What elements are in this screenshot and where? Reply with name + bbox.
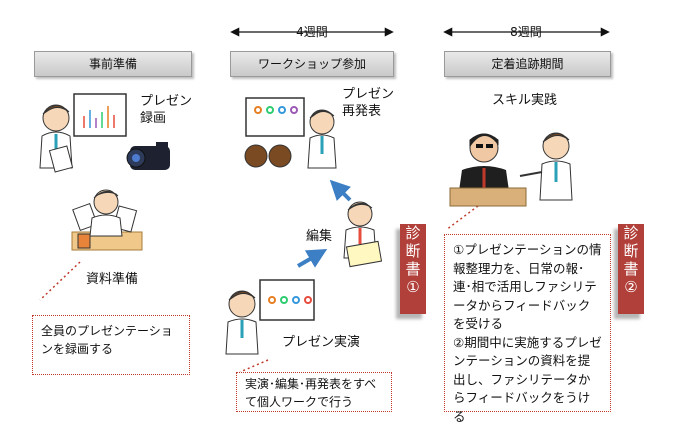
phase-preparation: 事前準備 [34,51,192,77]
diagnosis-tag-2-char: 診 [623,224,639,242]
diagnosis-tag-2-char: ② [624,278,638,296]
phase-workshop: ワークショップ参加 [230,51,394,77]
edit-to-represent-arrow [329,179,352,202]
video-camera-icon [126,142,170,170]
diagnosis-tag-2: 診 断 書 ② [618,224,644,314]
presenter-with-board-illustration [39,93,127,173]
workshop-note: 実演･編集･再発表をすべて個人ワークで行う [236,372,392,412]
phase-followup: 定着追跡期間 [444,51,611,77]
diagnosis-tag-1-char: 断 [405,242,421,260]
workshop-note-connector [239,359,269,373]
prep-note: 全員のプレゼンテーションを録画する [32,315,190,375]
practice-label: プレゼン実演 [282,335,361,350]
represent-label: プレゼン 再発表 [342,87,395,119]
followup-duration-label: 8週間 [510,25,542,39]
material-prep-label: 資料準備 [86,272,139,287]
prep-note-connector [39,261,81,301]
material-prep-illustration [71,189,143,251]
skill-practice-illustration [449,132,573,207]
followup-note: ①プレゼンテーションの情報整理力を、日常の報･連･相で活用しファシリテータからフ… [444,234,611,424]
followup-note-connector [445,205,479,231]
diagnosis-tag-2-char: 断 [623,242,639,260]
diagnosis-tag-1-char: 書 [405,260,421,278]
diagnosis-tag-1-char: 診 [405,224,421,242]
editing-person-illustration [343,201,383,268]
diagnosis-tag-1: 診 断 書 ① [400,224,426,314]
represent-illustration [244,97,337,169]
practice-to-edit-arrow [296,248,328,268]
practice-illustration [225,279,315,355]
edit-label: 編集 [306,229,333,244]
workshop-duration-label: 4週間 [296,25,328,39]
diagnosis-tag-1-char: ① [406,278,420,296]
skill-practice-label: スキル実践 [492,93,558,108]
record-label: プレゼン 録画 [140,94,193,126]
diagnosis-tag-2-char: 書 [623,260,639,278]
